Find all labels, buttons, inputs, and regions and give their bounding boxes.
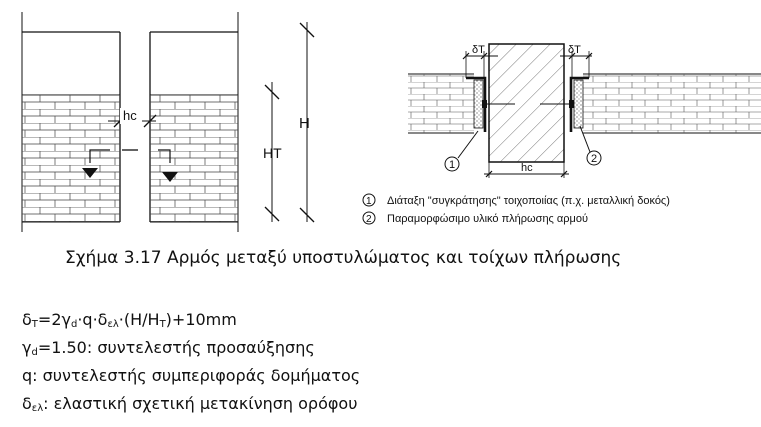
right-wall-panel bbox=[149, 12, 239, 232]
delta-T-right-label: δT bbox=[568, 44, 581, 56]
height-dimensions: H HT bbox=[263, 22, 315, 223]
left-wall-panel bbox=[21, 12, 121, 232]
legend-1-num: 1 bbox=[366, 196, 372, 207]
H-label: H bbox=[299, 115, 310, 132]
formula-delta-el: δελ: ελαστική σχετική μετακίνηση ορόφου bbox=[22, 394, 358, 414]
hc-label: hc bbox=[123, 108, 137, 123]
delta-T-left-label: δT bbox=[472, 44, 485, 56]
marker-1: 1 bbox=[449, 159, 455, 171]
joint-diagram: hc H HT bbox=[21, 12, 761, 232]
hc-dimension: hc bbox=[108, 108, 157, 128]
formula-q: q: συντελεστής συμπεριφοράς δομήματος bbox=[22, 366, 361, 385]
legend-2-num: 2 bbox=[366, 214, 372, 225]
level-markers bbox=[82, 149, 178, 182]
legend: 1 Διάταξη "συγκράτησης" τοιχοποιίας (π.χ… bbox=[362, 193, 670, 225]
legend-1-text: Διάταξη "συγκράτησης" τοιχοποιίας (π.χ. … bbox=[387, 195, 670, 207]
hc-plan-label: hc bbox=[521, 162, 533, 174]
formula-delta-T: δT=2γd·q·δελ·(H/HT)+10mm bbox=[22, 310, 237, 330]
plan-detail: δT δT hc 1 2 bbox=[408, 43, 761, 178]
HT-label: HT bbox=[263, 145, 282, 161]
formula-gamma-d: γd=1.50: συντελεστής προσαύξησης bbox=[22, 338, 315, 358]
legend-2-text: Παραμορφώσιμο υλικό πλήρωσης αρμού bbox=[387, 213, 588, 225]
marker-2: 2 bbox=[591, 153, 597, 165]
figure-caption: Σχήμα 3.17 Αρμός μεταξύ υποστυλώματος κα… bbox=[65, 248, 622, 268]
